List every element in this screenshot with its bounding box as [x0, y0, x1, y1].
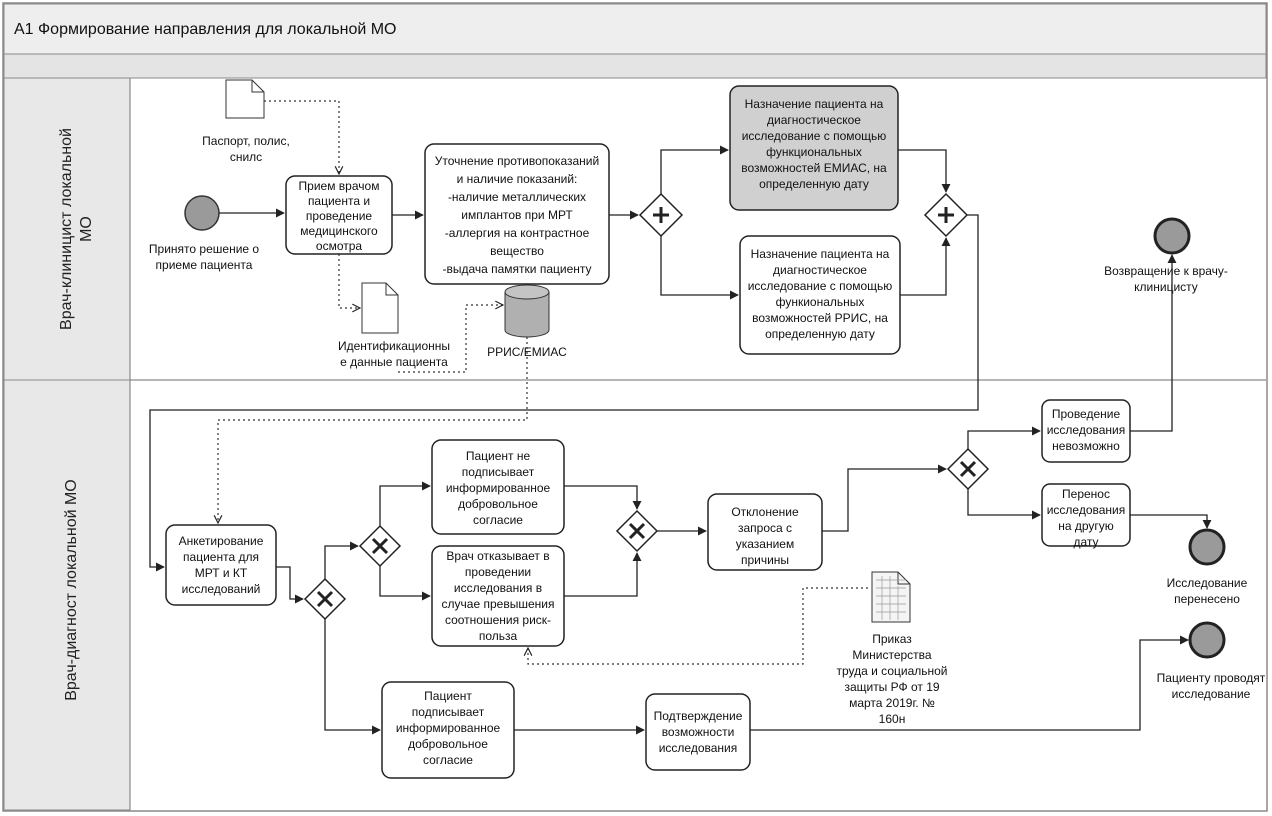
sequence-flows	[149, 145, 1212, 735]
lane-header-top	[3, 77, 131, 381]
task-clarify	[424, 143, 610, 285]
return-label: Возвращение к врачу-клиницисту	[1104, 264, 1228, 294]
task-not-sign	[431, 439, 565, 535]
data-associations	[218, 100, 868, 665]
title-bar	[3, 3, 1267, 55]
end-event-return	[1153, 217, 1191, 255]
end-event-rescheduled	[1188, 528, 1226, 566]
document-icon-order	[871, 571, 911, 623]
lane-label-bottom: Врач-диагност локальной МО	[63, 479, 80, 701]
document-icon-ident	[361, 282, 399, 334]
start-event	[184, 195, 220, 231]
task-confirm	[645, 693, 751, 771]
task-emias	[729, 85, 899, 211]
task-survey	[165, 524, 277, 606]
diagram-title: А1 Формирование направления для локально…	[14, 21, 397, 38]
header-strip	[3, 53, 1267, 79]
passport-label: Паспорт, полис,снилс	[202, 134, 290, 164]
task-reject	[707, 493, 823, 571]
document-icon-passport	[225, 79, 265, 119]
lane-header-bottom	[3, 379, 131, 811]
end-event-performed	[1188, 621, 1226, 659]
